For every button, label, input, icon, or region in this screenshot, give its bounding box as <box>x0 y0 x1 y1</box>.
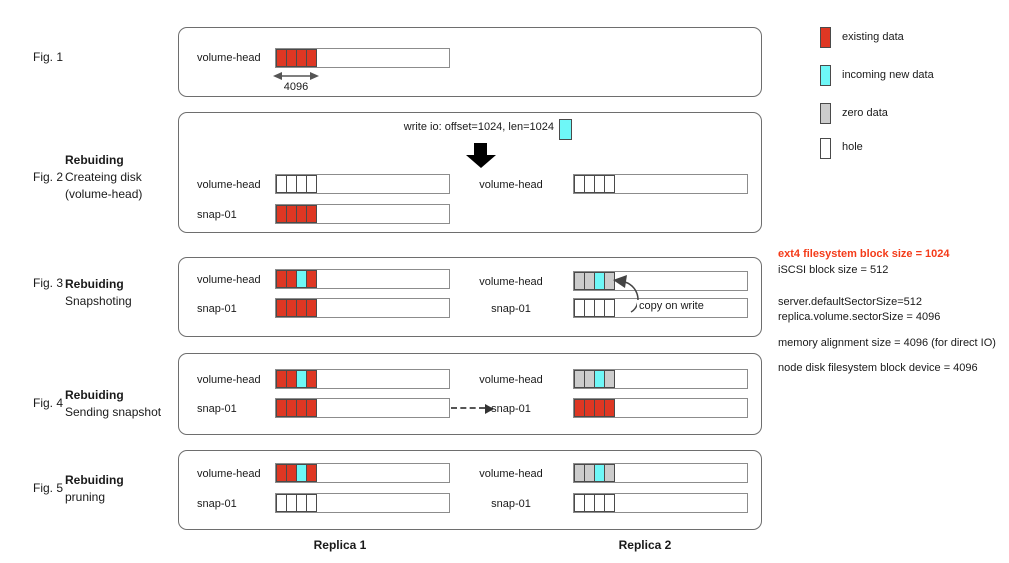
fig3-number: Fig. 3 <box>33 276 64 290</box>
fig5-right-volume-head-label: volume-head <box>479 468 543 480</box>
note-server-default-sector-size: server.defaultSectorSize=512 <box>778 296 923 308</box>
send-snapshot-arrowhead-icon <box>485 404 494 414</box>
fig2-panel: write io: offset=1024, len=1024 volume-h… <box>178 112 762 233</box>
fig1-volume-head-label: volume-head <box>197 52 261 64</box>
existing-data-cell <box>604 399 615 417</box>
fig2-number: Fig. 2 <box>33 170 64 184</box>
fig2-left-volume-head-bar <box>275 174 450 194</box>
fig4-right-snap01-label: snap-01 <box>491 403 531 415</box>
copy-on-write-arrow-icon <box>613 275 639 313</box>
send-snapshot-dashed-arrow-icon <box>451 407 485 409</box>
fig3-right-volume-head-bar <box>573 271 748 291</box>
fig5-number: Fig. 5 <box>33 481 64 495</box>
legend-incoming-label: incoming new data <box>842 69 934 81</box>
replica-2-label: Replica 2 <box>618 538 672 552</box>
fig4-panel: volume-head snap-01 volume-head snap-01 <box>178 353 762 435</box>
fig3-right-volume-head-label: volume-head <box>479 276 543 288</box>
fig3-right-snap01-label: snap-01 <box>491 303 531 315</box>
existing-data-cell <box>306 270 317 288</box>
fig5-left-volume-head-bar <box>275 463 450 483</box>
fig4-left-volume-head-bar <box>275 369 450 389</box>
legend-existing-swatch <box>820 27 831 48</box>
fig1-block-size-label: 4096 <box>283 81 309 93</box>
zero-data-cell <box>604 464 615 482</box>
note-ext4-block-size: ext4 filesystem block size = 1024 <box>778 248 950 260</box>
fig3-left-volume-head-bar <box>275 269 450 289</box>
existing-data-cell <box>306 205 317 223</box>
fig2-subtitle-2: (volume-head) <box>65 187 143 201</box>
zero-data-cell <box>604 370 615 388</box>
fig2-left-snap01-label: snap-01 <box>197 209 237 221</box>
fig4-right-volume-head-bar <box>573 369 748 389</box>
fig5-left-volume-head-label: volume-head <box>197 468 261 480</box>
fig1-volume-head-bar <box>275 48 450 68</box>
fig3-panel: volume-head snap-01 volume-head snap-01 … <box>178 257 762 337</box>
legend-zero-swatch <box>820 103 831 124</box>
fig4-title: Rebuiding Sending snapshot <box>65 387 161 421</box>
fig5-left-snap01-bar <box>275 493 450 513</box>
fig3-title: Rebuiding Snapshoting <box>65 276 132 310</box>
legend-hole-swatch <box>820 138 831 159</box>
existing-data-cell <box>306 464 317 482</box>
note-replica-volume-sector-size: replica.volume.sectorSize = 4096 <box>778 311 941 323</box>
fig2-right-volume-head-label: volume-head <box>479 179 543 191</box>
fig5-title: Rebuiding pruning <box>65 472 124 506</box>
existing-data-cell <box>306 399 317 417</box>
fig2-title-line: Rebuiding <box>65 153 124 167</box>
fig3-left-snap01-bar <box>275 298 450 318</box>
fig4-subtitle-1: Sending snapshot <box>65 405 162 419</box>
note-node-disk-fs-block-device: node disk filesystem block device = 4096 <box>778 362 978 374</box>
fig4-title-line: Rebuiding <box>65 388 124 402</box>
fig5-right-snap01-label: snap-01 <box>491 498 531 510</box>
fig5-subtitle-1: pruning <box>65 490 106 504</box>
copy-on-write-label: copy on write <box>637 300 706 312</box>
fig4-left-volume-head-label: volume-head <box>197 374 261 386</box>
note-memory-alignment-size: memory alignment size = 4096 (for direct… <box>778 337 996 349</box>
hole-data-cell <box>604 175 615 193</box>
existing-data-cell <box>306 49 317 67</box>
fig2-left-snap01-bar <box>275 204 450 224</box>
fig1-panel: volume-head 4096 <box>178 27 762 97</box>
fig5-panel: volume-head snap-01 volume-head snap-01 <box>178 450 762 530</box>
legend-zero-label: zero data <box>842 107 888 119</box>
incoming-data-block <box>559 119 572 140</box>
fig5-right-volume-head-bar <box>573 463 748 483</box>
fig2-left-volume-head-label: volume-head <box>197 179 261 191</box>
fig3-subtitle-1: Snapshoting <box>65 294 132 308</box>
note-iscsi-block-size: iSCSI block size = 512 <box>778 264 889 276</box>
write-io-down-arrow-icon <box>474 143 487 155</box>
fig3-title-line: Rebuiding <box>65 277 124 291</box>
fig2-right-volume-head-bar <box>573 174 748 194</box>
fig4-right-snap01-bar <box>573 398 748 418</box>
write-io-down-arrowhead-icon <box>466 155 496 168</box>
fig1-number: Fig. 1 <box>33 50 64 64</box>
fig5-right-snap01-bar <box>573 493 748 513</box>
hole-data-cell <box>604 299 615 317</box>
replica-1-label: Replica 1 <box>313 538 367 552</box>
legend-incoming-swatch <box>820 65 831 86</box>
fig2-subtitle-1: Createing disk <box>65 170 142 184</box>
write-io-label: write io: offset=1024, len=1024 <box>403 121 554 133</box>
fig4-number: Fig. 4 <box>33 396 64 410</box>
fig3-left-snap01-label: snap-01 <box>197 303 237 315</box>
fig5-left-snap01-label: snap-01 <box>197 498 237 510</box>
hole-data-cell <box>604 494 615 512</box>
legend-hole-label: hole <box>842 141 863 153</box>
fig2-title: Rebuiding Createing disk (volume-head) <box>65 152 142 203</box>
fig4-right-volume-head-label: volume-head <box>479 374 543 386</box>
hole-data-cell <box>306 494 317 512</box>
fig5-title-line: Rebuiding <box>65 473 124 487</box>
fig3-left-volume-head-label: volume-head <box>197 274 261 286</box>
block-size-double-arrow-icon <box>273 72 319 80</box>
existing-data-cell <box>306 299 317 317</box>
fig4-left-snap01-bar <box>275 398 450 418</box>
hole-data-cell <box>306 175 317 193</box>
existing-data-cell <box>306 370 317 388</box>
legend-existing-label: existing data <box>842 31 904 43</box>
fig4-left-snap01-label: snap-01 <box>197 403 237 415</box>
